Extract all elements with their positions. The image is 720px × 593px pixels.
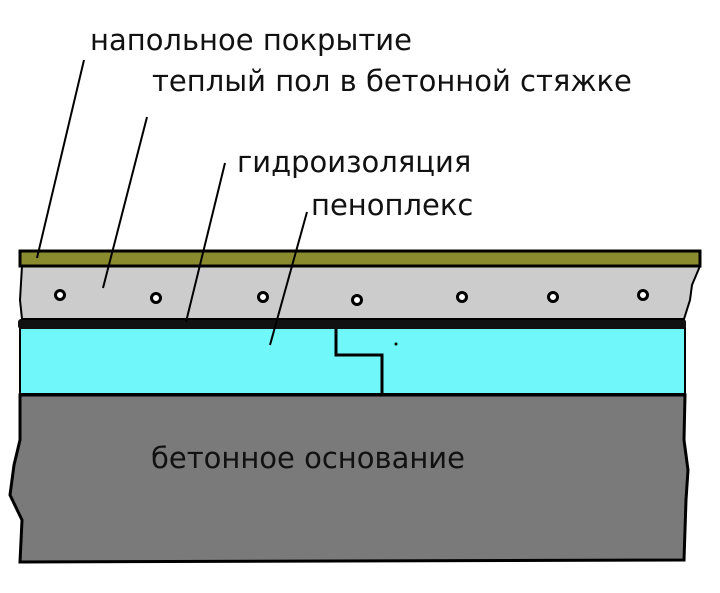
heating-pipe [150, 292, 162, 304]
concrete-base-layer [8, 393, 690, 564]
waterproofing-layer [18, 319, 686, 329]
leader-heated-screed [102, 116, 148, 289]
floor-covering-layer [18, 249, 702, 268]
label-floor-covering: напольное покрытие [90, 23, 412, 57]
label-heated-screed: теплый пол в бетонной стяжке [152, 64, 632, 98]
penoplex-layer [19, 327, 686, 395]
leader-floor-covering [36, 59, 85, 259]
heating-pipe [257, 291, 269, 303]
heating-pipe [54, 289, 66, 301]
heating-pipe [456, 291, 468, 303]
label-penoplex: пеноплекс [311, 188, 473, 222]
label-waterproofing: гидроизоляция [237, 145, 471, 179]
heating-pipe [637, 289, 649, 301]
penoplex-joint [334, 328, 384, 394]
heating-pipe [547, 291, 559, 303]
heating-pipe [351, 294, 363, 306]
heating-pipes [54, 289, 649, 306]
penoplex-dot [394, 342, 398, 346]
screed-layer [18, 265, 702, 320]
leader-waterproofing [185, 162, 226, 323]
leader-penoplex [269, 211, 308, 346]
label-concrete-base: бетонное основание [151, 441, 465, 475]
